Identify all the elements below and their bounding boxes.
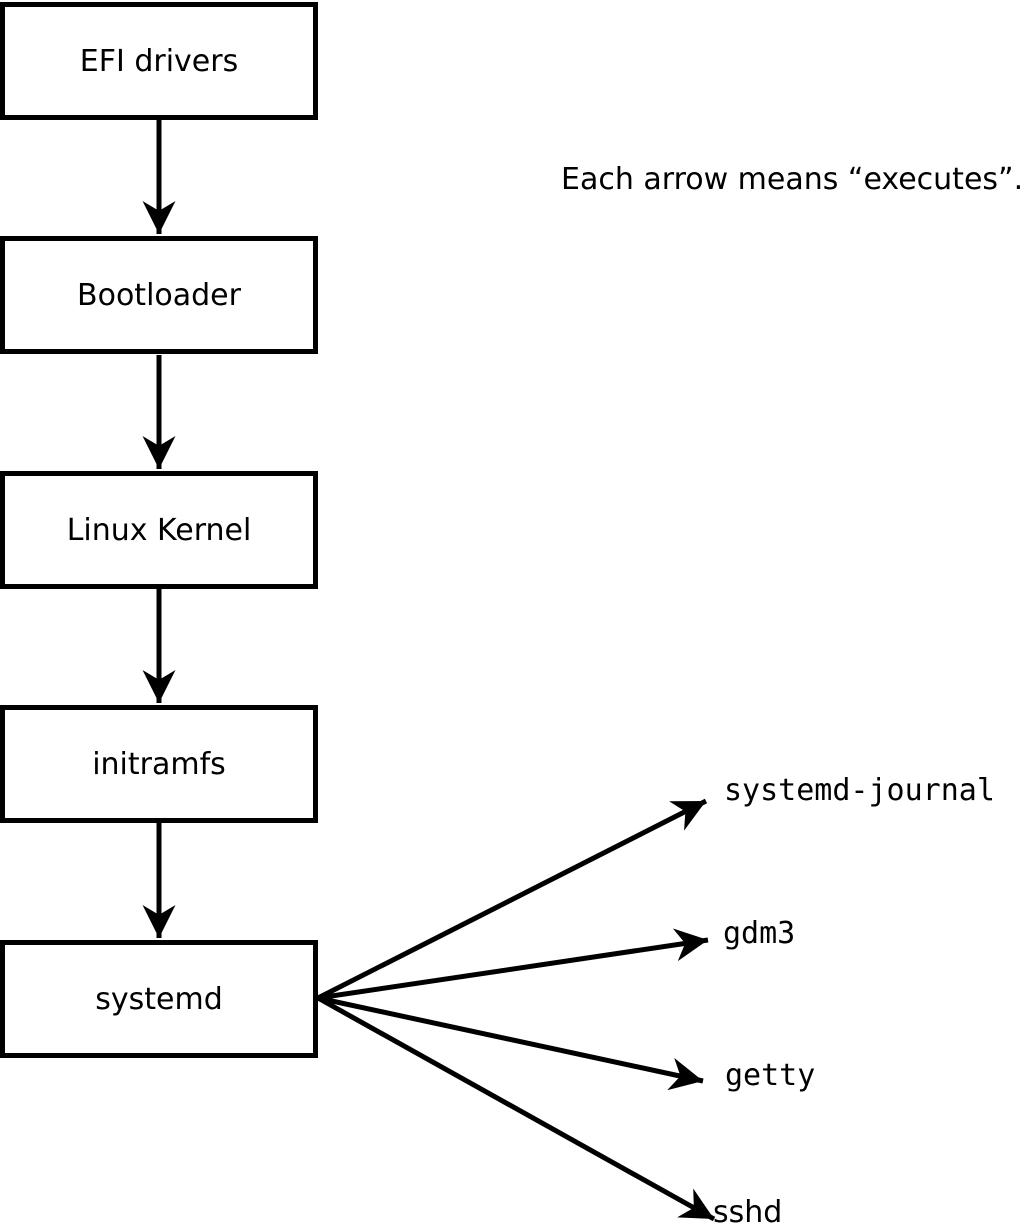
arrow-systemd-to-gdm3 bbox=[317, 928, 709, 1001]
arrow-systemd-to-sshd bbox=[316, 995, 716, 1222]
box-linux-kernel-label: Linux Kernel bbox=[66, 512, 252, 548]
target-label-systemd-journal: systemd-journal bbox=[724, 773, 995, 808]
target-label-gdm3: gdm3 bbox=[723, 916, 796, 951]
box-systemd-label: systemd bbox=[95, 981, 223, 1017]
box-initramfs: initramfs bbox=[0, 705, 318, 823]
box-systemd: systemd bbox=[0, 940, 318, 1058]
box-initramfs-label: initramfs bbox=[92, 746, 226, 782]
box-efi-drivers-label: EFI drivers bbox=[79, 43, 239, 79]
target-label-sshd: sshd bbox=[713, 1195, 783, 1230]
target-label-getty: getty bbox=[725, 1058, 816, 1093]
box-efi-drivers: EFI drivers bbox=[0, 2, 318, 120]
box-bootloader-label: Bootloader bbox=[77, 277, 241, 313]
arrow-systemd-to-getty bbox=[317, 995, 704, 1091]
box-bootloader: Bootloader bbox=[0, 236, 318, 354]
arrow-meaning-note: Each arrow means “executes”. bbox=[561, 162, 1023, 197]
arrow-systemd-to-systemd-journal bbox=[316, 798, 708, 1001]
box-linux-kernel: Linux Kernel bbox=[0, 471, 318, 589]
